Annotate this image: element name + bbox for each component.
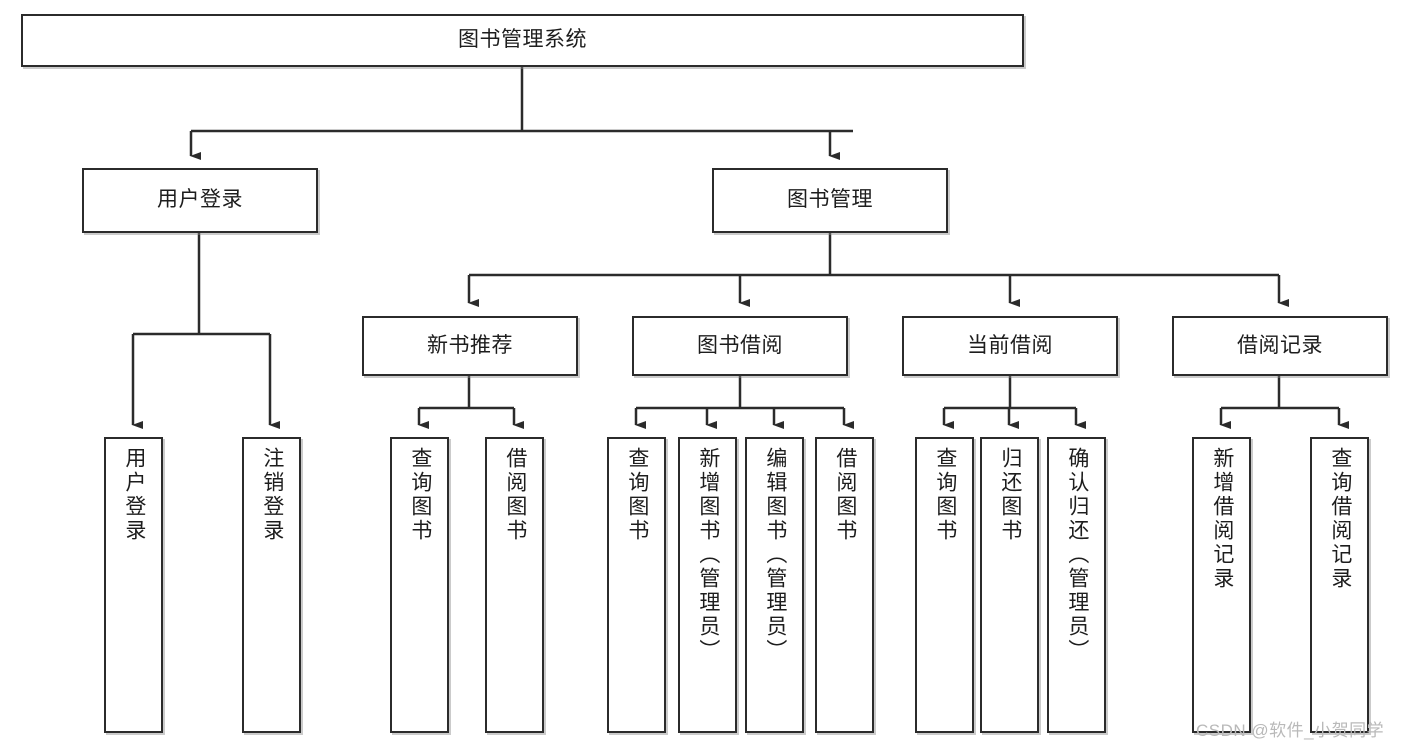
node-borrow-record[interactable]: 借阅记录 (1172, 316, 1388, 376)
node-leaf-user-login[interactable]: 用户登录 (104, 437, 163, 733)
node-leaf-confirm-return-admin[interactable]: 确认归还（管理员） (1047, 437, 1106, 733)
node-label: 查询图书 (625, 447, 649, 543)
node-leaf-query-book-current[interactable]: 查询图书 (915, 437, 974, 733)
node-new-book-recommend[interactable]: 新书推荐 (362, 316, 578, 376)
node-leaf-query-borrow-record[interactable]: 查询借阅记录 (1310, 437, 1369, 733)
node-label: 用户登录 (157, 188, 243, 212)
node-label: 归还图书 (998, 447, 1022, 543)
node-user-login[interactable]: 用户登录 (82, 168, 318, 233)
node-label: 图书借阅 (697, 333, 783, 357)
node-label: 图书管理系统 (458, 28, 587, 52)
node-label: 新增图书（管理员） (696, 447, 720, 663)
node-label: 新增借阅记录 (1210, 447, 1234, 591)
node-book-borrow[interactable]: 图书借阅 (632, 316, 848, 376)
node-label: 查询借阅记录 (1328, 447, 1352, 591)
node-current-borrow[interactable]: 当前借阅 (902, 316, 1118, 376)
node-label: 注销登录 (260, 447, 284, 543)
node-root-book-management-system[interactable]: 图书管理系统 (21, 14, 1024, 67)
node-book-management[interactable]: 图书管理 (712, 168, 948, 233)
node-leaf-add-book-admin[interactable]: 新增图书（管理员） (678, 437, 737, 733)
node-label: 图书管理 (787, 188, 873, 212)
node-label: 借阅图书 (503, 447, 527, 543)
node-label: 用户登录 (122, 447, 146, 543)
node-label: 确认归还（管理员） (1065, 447, 1089, 663)
node-leaf-add-borrow-record[interactable]: 新增借阅记录 (1192, 437, 1251, 733)
node-leaf-edit-book-admin[interactable]: 编辑图书（管理员） (745, 437, 804, 733)
node-label: 查询图书 (933, 447, 957, 543)
node-label: 当前借阅 (967, 333, 1053, 357)
csdn-watermark: CSDN @软件_小贺同学 (1196, 721, 1385, 740)
node-label: 新书推荐 (427, 333, 513, 357)
node-label: 借阅记录 (1237, 333, 1323, 357)
node-leaf-query-book-borrow[interactable]: 查询图书 (607, 437, 666, 733)
node-leaf-query-book-newbook[interactable]: 查询图书 (390, 437, 449, 733)
node-label: 编辑图书（管理员） (763, 447, 787, 663)
node-leaf-return-book[interactable]: 归还图书 (980, 437, 1039, 733)
node-leaf-borrow-book-newbook[interactable]: 借阅图书 (485, 437, 544, 733)
node-leaf-borrow-book[interactable]: 借阅图书 (815, 437, 874, 733)
node-label: 查询图书 (408, 447, 432, 543)
node-label: 借阅图书 (833, 447, 857, 543)
node-leaf-logout-login[interactable]: 注销登录 (242, 437, 301, 733)
